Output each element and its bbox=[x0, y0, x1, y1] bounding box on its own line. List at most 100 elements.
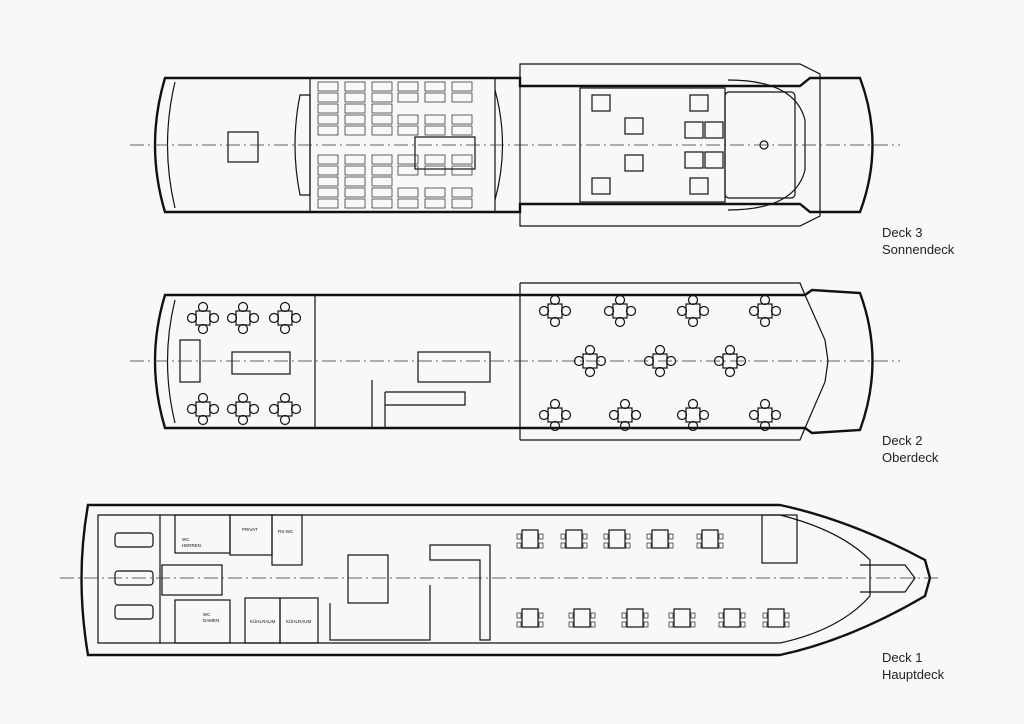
bench bbox=[317, 165, 339, 176]
room-label: WC bbox=[203, 612, 211, 617]
table bbox=[673, 608, 691, 628]
room-label: KÜHLRAUM bbox=[250, 618, 276, 624]
chair bbox=[759, 398, 771, 410]
bench bbox=[371, 198, 393, 209]
table-with-chairs bbox=[718, 608, 746, 628]
chair bbox=[268, 403, 280, 415]
chair bbox=[248, 403, 260, 415]
bench bbox=[424, 187, 446, 198]
chair bbox=[584, 344, 596, 356]
chair bbox=[784, 612, 790, 619]
table-with-chairs bbox=[538, 294, 572, 328]
lounge-chair bbox=[689, 177, 709, 195]
bench bbox=[344, 198, 366, 209]
chair bbox=[654, 344, 666, 356]
table bbox=[277, 310, 293, 326]
room-label: PRIVAT bbox=[242, 527, 258, 532]
table-with-chairs bbox=[568, 608, 596, 628]
bench bbox=[424, 114, 446, 125]
chair bbox=[538, 305, 550, 317]
chair bbox=[668, 542, 674, 549]
bench bbox=[371, 165, 393, 176]
table bbox=[757, 303, 773, 319]
chair bbox=[538, 409, 550, 421]
table bbox=[565, 529, 583, 549]
bench bbox=[317, 125, 339, 136]
chair bbox=[516, 621, 522, 628]
chair bbox=[279, 323, 291, 335]
bench bbox=[317, 187, 339, 198]
chair bbox=[584, 366, 596, 378]
table-with-chairs bbox=[603, 294, 637, 328]
deck-name: Deck 2 bbox=[882, 433, 923, 448]
chair bbox=[668, 533, 674, 540]
chair bbox=[668, 612, 674, 619]
table-with-chairs bbox=[268, 301, 302, 335]
chair bbox=[560, 533, 566, 540]
chair bbox=[186, 403, 198, 415]
bench bbox=[397, 187, 419, 198]
chair bbox=[560, 305, 572, 317]
chair bbox=[770, 409, 782, 421]
chair bbox=[654, 366, 666, 378]
chair bbox=[696, 542, 702, 549]
bench bbox=[344, 103, 366, 114]
bench bbox=[371, 187, 393, 198]
chair bbox=[279, 392, 291, 404]
table bbox=[235, 401, 251, 417]
table-with-chairs bbox=[560, 529, 588, 549]
chair bbox=[748, 305, 760, 317]
chair bbox=[718, 612, 724, 619]
bench bbox=[451, 92, 473, 103]
bench bbox=[344, 81, 366, 92]
chair bbox=[538, 612, 544, 619]
chair bbox=[770, 305, 782, 317]
table bbox=[651, 529, 669, 549]
table bbox=[195, 310, 211, 326]
table bbox=[685, 303, 701, 319]
chair bbox=[197, 323, 209, 335]
lounge-chair bbox=[684, 151, 704, 169]
deck-subtitle: Hauptdeck bbox=[882, 667, 945, 682]
chair bbox=[208, 312, 220, 324]
bench bbox=[451, 187, 473, 198]
chair bbox=[516, 542, 522, 549]
deck-name: Deck 3 bbox=[882, 225, 923, 240]
chair bbox=[718, 533, 724, 540]
table-with-chairs bbox=[226, 301, 260, 335]
chair bbox=[759, 294, 771, 306]
deck1-label: Deck 1 Hauptdeck bbox=[882, 649, 944, 683]
deck-subtitle: Sonnendeck bbox=[882, 242, 955, 257]
chair bbox=[603, 542, 609, 549]
table-with-chairs bbox=[621, 608, 649, 628]
chair bbox=[696, 533, 702, 540]
lounge-chair bbox=[624, 117, 644, 135]
chair bbox=[538, 621, 544, 628]
lounge-chair bbox=[684, 121, 704, 139]
chair bbox=[759, 316, 771, 328]
table-with-chairs bbox=[646, 529, 674, 549]
table bbox=[612, 303, 628, 319]
bench bbox=[371, 103, 393, 114]
lounge-chair bbox=[624, 154, 644, 172]
bench bbox=[344, 187, 366, 198]
table bbox=[685, 407, 701, 423]
chair bbox=[759, 420, 771, 432]
table bbox=[608, 529, 626, 549]
chair bbox=[197, 301, 209, 313]
chair bbox=[290, 312, 302, 324]
bench bbox=[371, 114, 393, 125]
bench bbox=[424, 81, 446, 92]
bench bbox=[397, 154, 419, 165]
table-with-chairs bbox=[516, 529, 544, 549]
table bbox=[626, 608, 644, 628]
chair bbox=[625, 533, 631, 540]
table bbox=[573, 608, 591, 628]
chair bbox=[197, 414, 209, 426]
table bbox=[767, 608, 785, 628]
chair bbox=[676, 305, 688, 317]
lounge-chair bbox=[704, 121, 724, 139]
deck2-plan bbox=[130, 282, 900, 441]
table bbox=[521, 529, 539, 549]
